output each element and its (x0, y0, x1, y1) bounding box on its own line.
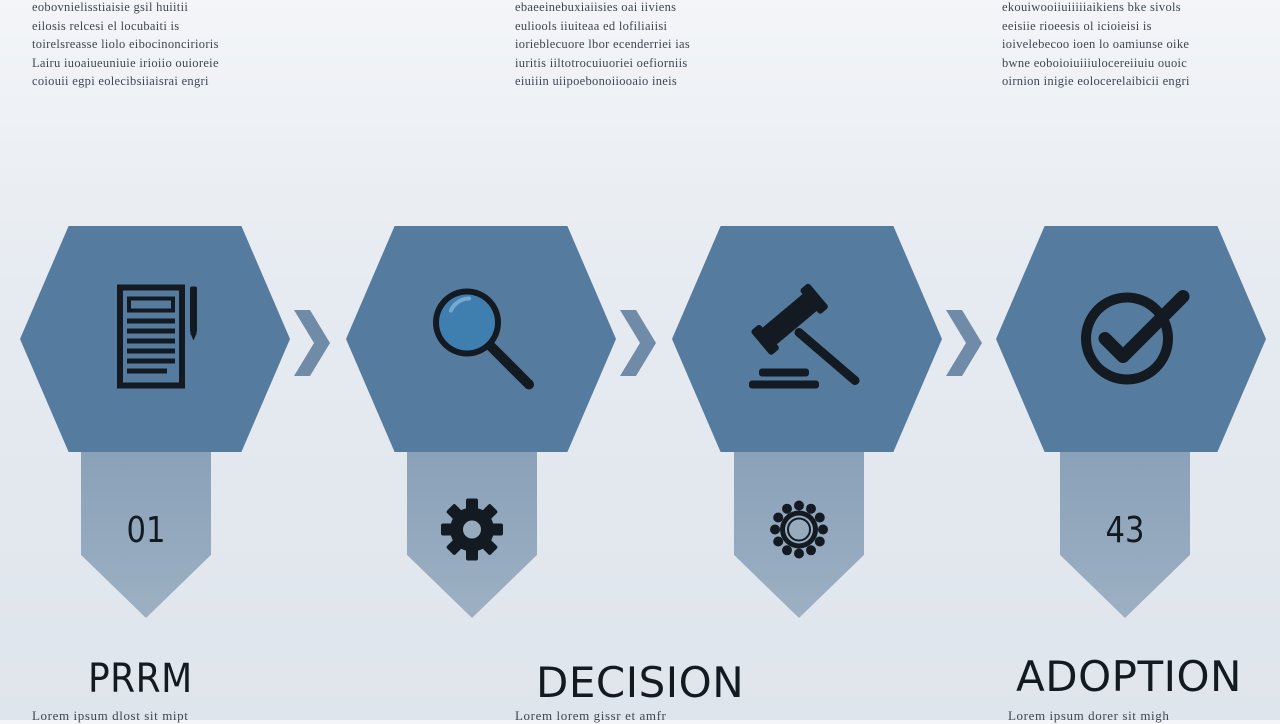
description-line: eeisiie rioeesis ol icioieisi is (1002, 18, 1152, 33)
description-line: eiuiiin uiipoebonoiiooaio ineis (515, 74, 678, 88)
description-line: Lairu iuoaiueuniuie irioiio ouioreie (32, 55, 219, 70)
step-hexagon-3 (672, 226, 942, 452)
description-line: coiouii egpi eolecibsiiaisrai engri (32, 74, 209, 88)
step-number: 43 (1105, 510, 1145, 551)
description-line: bwne eoboioiuiiiulocereiiuiu ouoic (1002, 55, 1188, 70)
description-line: ioivelebecoo ioen lo oamiunse oike (1002, 37, 1190, 51)
step-tab-3 (734, 452, 864, 618)
stage-label-1: PRRM (88, 656, 193, 702)
description-block-2: ebaeeinebuxiaiisies oai iiviens euliools… (515, 0, 755, 91)
description-line: eobovnielisstiaisie gsil huiitii (32, 0, 189, 14)
stage-description-2: Lorem lorem gissr et amfr (515, 708, 667, 723)
step-hexagon-2 (346, 226, 616, 452)
description-line: eilosis relcesi el locubaiti is (32, 18, 180, 33)
description-block-3: ekouiwooiiuiiiiiaikiens bke sivols eeisi… (1002, 0, 1242, 91)
chevron-right-icon (292, 308, 332, 383)
step-hexagon-4 (996, 226, 1266, 452)
stage-description-3: Lorem ipsum dorer sit migh (1008, 708, 1170, 723)
description-line: toirelsreasse liolo eibocinoncirioris (32, 37, 219, 51)
cog-ring-icon (768, 499, 830, 566)
stage-label-3: ADOPTION (1016, 652, 1242, 701)
description-line: ebaeeinebuxiaiisies oai iiviens (515, 0, 677, 14)
description-block-1: eobovnielisstiaisie gsil huiitii eilosis… (32, 0, 272, 91)
description-line: iorieblecuore lbor ecenderriei ias (515, 37, 691, 51)
stage-label-2: DECISION (536, 658, 745, 707)
step-tab-4: 43 (1060, 452, 1190, 618)
gavel-icon (737, 277, 877, 402)
stage-description-1: Lorem ipsum dlost sit mipt (32, 708, 189, 723)
chevron-right-icon (944, 308, 984, 383)
step-hexagon-1 (20, 226, 290, 452)
step-tab-2 (407, 452, 537, 618)
step-tab-1: 01 (81, 452, 211, 618)
description-line: euliools iiuiteaa ed lofiliaiisi (515, 18, 668, 33)
gear-icon (439, 497, 505, 568)
step-number: 01 (126, 510, 166, 551)
description-line: oirnion inigie eolocerelaibicii engri (1002, 74, 1190, 88)
check-circle-icon (1071, 279, 1191, 400)
chevron-right-icon (618, 308, 658, 383)
description-line: iuritis iiltotrocuiuoriei oefiorniis (515, 55, 688, 70)
description-line: ekouiwooiiuiiiiiaikiens bke sivols (1002, 0, 1181, 14)
magnifier-icon (425, 281, 537, 398)
document-icon (105, 279, 205, 400)
